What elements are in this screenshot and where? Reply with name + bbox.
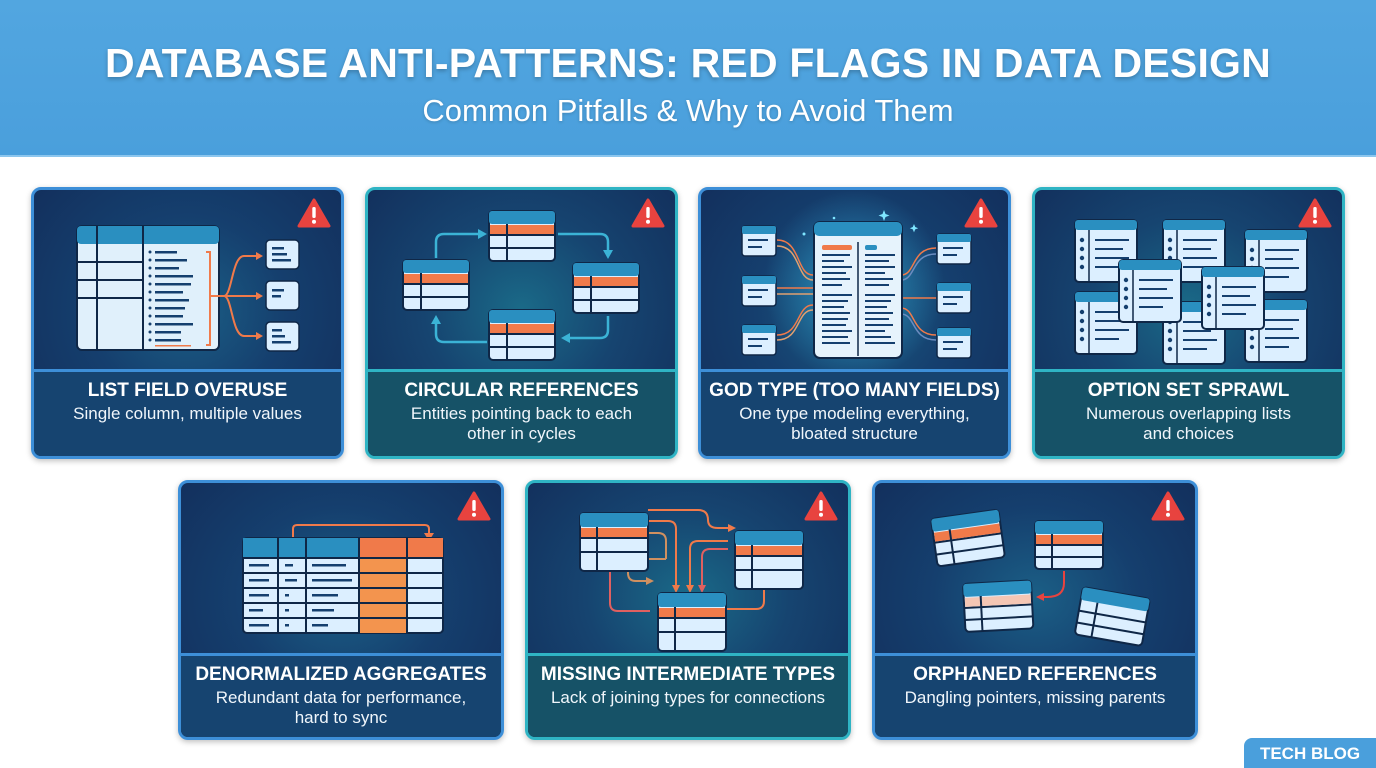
card-caption: DENORMALIZED AGGREGATES Redundant data f… — [181, 653, 501, 737]
card-description: Lack of joining types for connections — [550, 688, 826, 707]
list-field-table-icon — [34, 190, 341, 375]
card-caption: GOD TYPE (TOO MANY FIELDS) One type mode… — [701, 369, 1008, 456]
card-title: MISSING INTERMEDIATE TYPES — [540, 664, 836, 685]
warning-triangle-icon — [964, 198, 998, 228]
card-description: Dangling pointers, missing parents — [904, 688, 1166, 707]
overlapping-lists-icon — [1035, 190, 1342, 375]
card-list-field-overuse: LIST FIELD OVERUSE Single column, multip… — [31, 187, 344, 459]
card-description: Single column, multiple values — [73, 404, 302, 423]
page-title: DATABASE ANTI-PATTERNS: RED FLAGS IN DAT… — [105, 40, 1271, 86]
card-title: OPTION SET SPRAWL — [1087, 380, 1290, 401]
card-caption: LIST FIELD OVERUSE Single column, multip… — [34, 369, 341, 456]
orphaned-tables-icon — [875, 483, 1195, 658]
warning-triangle-icon — [1151, 491, 1185, 521]
card-title: DENORMALIZED AGGREGATES — [195, 664, 487, 685]
card-title: CIRCULAR REFERENCES — [404, 380, 639, 401]
warning-triangle-icon — [1298, 198, 1332, 228]
tech-blog-badge: TECH BLOG — [1244, 738, 1376, 768]
warning-triangle-icon — [804, 491, 838, 521]
card-title: GOD TYPE (TOO MANY FIELDS) — [709, 380, 1000, 401]
card-title: LIST FIELD OVERUSE — [87, 380, 288, 401]
warning-triangle-icon — [457, 491, 491, 521]
warning-triangle-icon — [631, 198, 665, 228]
card-description: One type modeling everything,bloated str… — [739, 404, 970, 443]
card-circular-references: CIRCULAR REFERENCES Entities pointing ba… — [365, 187, 678, 459]
card-title: ORPHANED REFERENCES — [913, 664, 1157, 685]
card-option-set-sprawl: OPTION SET SPRAWL Numerous overlapping l… — [1032, 187, 1345, 459]
card-caption: MISSING INTERMEDIATE TYPES Lack of joini… — [528, 653, 848, 737]
circular-tables-icon — [368, 190, 675, 375]
card-description: Redundant data for performance,hard to s… — [215, 688, 467, 727]
tangled-links-icon — [528, 483, 848, 658]
card-god-type: GOD TYPE (TOO MANY FIELDS) One type mode… — [698, 187, 1011, 459]
card-caption: OPTION SET SPRAWL Numerous overlapping l… — [1035, 369, 1342, 456]
card-caption: ORPHANED REFERENCES Dangling pointers, m… — [875, 653, 1195, 737]
card-denormalized-aggregates: DENORMALIZED AGGREGATES Redundant data f… — [178, 480, 504, 740]
denormalized-table-icon — [181, 483, 501, 658]
card-missing-intermediate-types: MISSING INTERMEDIATE TYPES Lack of joini… — [525, 480, 851, 740]
page-subtitle: Common Pitfalls & Why to Avoid Them — [422, 93, 954, 128]
warning-triangle-icon — [297, 198, 331, 228]
card-orphaned-references: ORPHANED REFERENCES Dangling pointers, m… — [872, 480, 1198, 740]
god-type-table-icon — [701, 190, 1008, 375]
header-banner: DATABASE ANTI-PATTERNS: RED FLAGS IN DAT… — [0, 0, 1376, 157]
card-caption: CIRCULAR REFERENCES Entities pointing ba… — [368, 369, 675, 456]
